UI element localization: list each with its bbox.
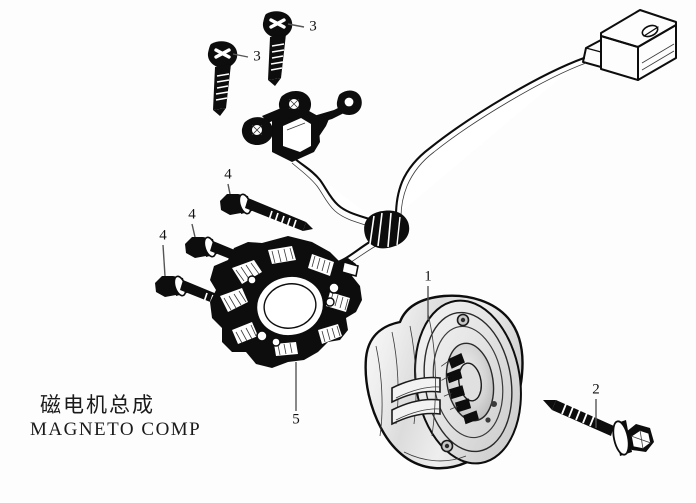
leader-4-middle (191, 223, 196, 238)
title-block: 磁电机总成 MAGNETO COMP (30, 393, 220, 442)
stator-assembly (210, 236, 362, 368)
wire-connector-plug (582, 9, 677, 81)
callout-5: 5 (292, 411, 300, 427)
callout-4-lower: 4 (159, 227, 167, 243)
title-chinese: 磁电机总成 (40, 393, 155, 417)
pan-head-screw-lower (207, 41, 238, 116)
callout-1: 1 (424, 268, 432, 284)
callout-3-lower: 3 (253, 48, 261, 64)
title-english: MAGNETO COMP (30, 419, 202, 441)
leader-4-lower (162, 244, 166, 277)
leader-4-upper (227, 183, 231, 195)
callout-4-middle: 4 (188, 206, 196, 222)
leader-lines (162, 23, 597, 428)
callout-2: 2 (592, 381, 600, 397)
leader-3-upper (287, 23, 305, 28)
hex-flange-bolt (543, 400, 654, 456)
stator-bolt-upper (220, 193, 313, 231)
leader-3-lower (232, 53, 249, 58)
pan-head-screw-upper (262, 11, 293, 86)
wire-harness (288, 56, 587, 279)
callout-4-upper: 4 (224, 166, 232, 182)
pickup-coil-assembly (241, 90, 362, 162)
callout-numbers: 1 2 3 3 4 4 4 5 (159, 18, 600, 427)
callout-3-upper: 3 (309, 18, 317, 34)
wire-grommet (364, 210, 410, 249)
flywheel-rotor (364, 294, 524, 470)
